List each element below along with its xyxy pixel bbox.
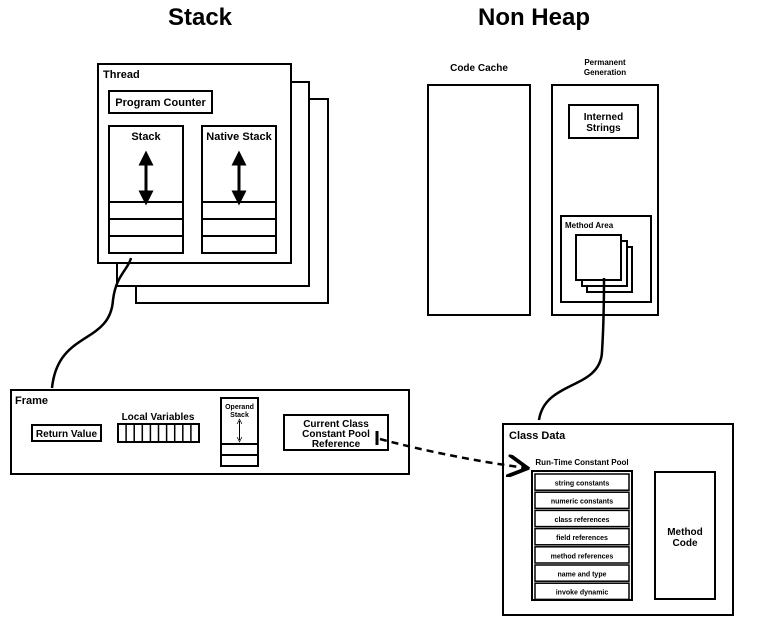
local-variables-label: Local Variables bbox=[122, 412, 195, 423]
permanent-generation-label-line2: Generation bbox=[584, 68, 626, 77]
program-counter-label: Program Counter bbox=[115, 97, 206, 109]
operand-stack-label-line1: Operand bbox=[225, 404, 254, 411]
constant-pool-reference-arrow bbox=[379, 437, 526, 468]
constant-pool-entry-label: invoke dynamic bbox=[556, 590, 609, 597]
class-data-title: Class Data bbox=[509, 430, 566, 442]
constant-pool-entry-label: numeric constants bbox=[551, 499, 613, 506]
constant-pool-entry-label: name and type bbox=[557, 572, 606, 579]
program-counter-box bbox=[108, 90, 213, 114]
current-class-constant-pool-reference-box bbox=[283, 414, 389, 451]
permanent-generation-label-line1: Permanent bbox=[584, 58, 626, 67]
operand-stack-label-line2: Stack bbox=[230, 412, 249, 419]
class-data-group: Class Data Run-Time Constant Pool string… bbox=[502, 423, 734, 616]
constant-pool-entry-box bbox=[534, 564, 630, 582]
thread-to-frame-connector bbox=[50, 257, 133, 389]
frame-group: Frame Return Value Local Variables Opera… bbox=[10, 389, 410, 475]
constant-pool-entry-label: string constants bbox=[555, 481, 610, 488]
method-area-label: Method Area bbox=[565, 221, 614, 230]
thread-group: Thread Program Counter Stack Native Stac… bbox=[97, 63, 329, 304]
constant-pool-entry-label: class references bbox=[555, 517, 610, 524]
non-heap-heading: Non Heap bbox=[478, 4, 590, 31]
constant-pool-entry-box bbox=[534, 582, 630, 601]
java-stack-label: Stack bbox=[131, 131, 161, 143]
thread-title: Thread bbox=[103, 69, 140, 81]
method-area-layer-front bbox=[575, 234, 622, 281]
interned-strings-label-line1: Interned bbox=[584, 112, 623, 123]
return-value-box bbox=[31, 424, 102, 442]
method-area-to-class-data-connector bbox=[537, 277, 606, 421]
ccpr-label-line2: Constant Pool bbox=[302, 429, 370, 440]
runtime-constant-pool-label: Run-Time Constant Pool bbox=[535, 458, 628, 467]
method-code-box bbox=[654, 471, 716, 600]
constant-pool-entry-box bbox=[534, 473, 630, 491]
method-code-label-line1: Method bbox=[667, 527, 703, 538]
constant-pool-entry-label: field references bbox=[556, 535, 608, 542]
ccpr-label-line1: Current Class bbox=[303, 419, 369, 430]
interned-strings-label-line2: Strings bbox=[586, 123, 621, 134]
constant-pool-entry-box bbox=[534, 546, 630, 564]
method-code-label-line2: Code bbox=[673, 538, 698, 549]
runtime-constant-pool-entries: string constants numeric constants class r… bbox=[534, 473, 630, 601]
constant-pool-entry-box bbox=[534, 509, 630, 528]
frame-title: Frame bbox=[15, 395, 48, 407]
ccpr-label-line3: Reference bbox=[312, 439, 361, 450]
native-stack-label: Native Stack bbox=[206, 131, 272, 143]
stack-heading: Stack bbox=[168, 4, 233, 31]
constant-pool-entry-box bbox=[534, 527, 630, 546]
code-cache-label: Code Cache bbox=[450, 63, 508, 74]
constant-pool-entry-label: method references bbox=[551, 553, 614, 560]
return-value-label: Return Value bbox=[36, 429, 98, 440]
interned-strings-box bbox=[568, 104, 639, 139]
code-cache-box bbox=[427, 84, 531, 316]
constant-pool-entry-box bbox=[534, 491, 630, 510]
